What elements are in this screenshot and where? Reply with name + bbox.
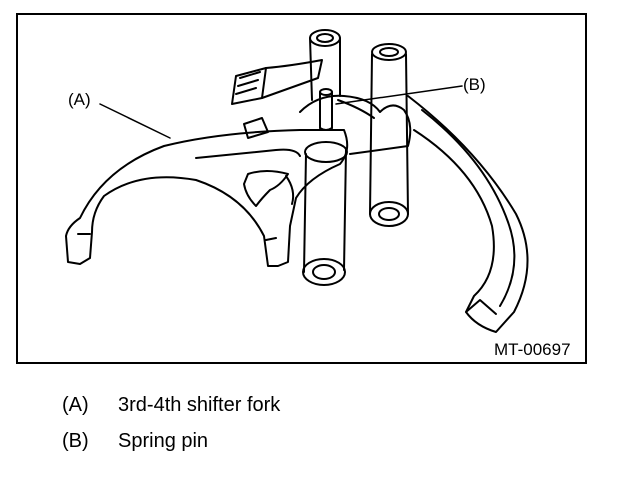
leader-line-b [335, 85, 463, 105]
front-shift-rod [302, 141, 348, 286]
main-shifter-fork [65, 129, 349, 267]
rear-shift-rod [309, 29, 341, 101]
fork-hub [299, 94, 412, 155]
legend-row-a: (A) 3rd-4th shifter fork [62, 395, 280, 415]
legend-key-a: (A) [62, 394, 89, 416]
leader-line-a [99, 103, 171, 139]
callout-label-a: (A) [68, 90, 91, 109]
upper-fork-fragment [231, 59, 323, 139]
legend-text-a: 3rd-4th shifter fork [118, 394, 281, 416]
legend-text-b: Spring pin [118, 430, 209, 452]
right-fork-arm [407, 95, 529, 333]
right-shift-rod [369, 43, 409, 227]
legend-row-b: (B) Spring pin [62, 431, 208, 451]
figure-id-label: MT-00697 [494, 340, 571, 359]
legend-key-b: (B) [62, 430, 89, 452]
callout-label-b: (B) [463, 75, 486, 94]
spring-pin [319, 88, 333, 131]
